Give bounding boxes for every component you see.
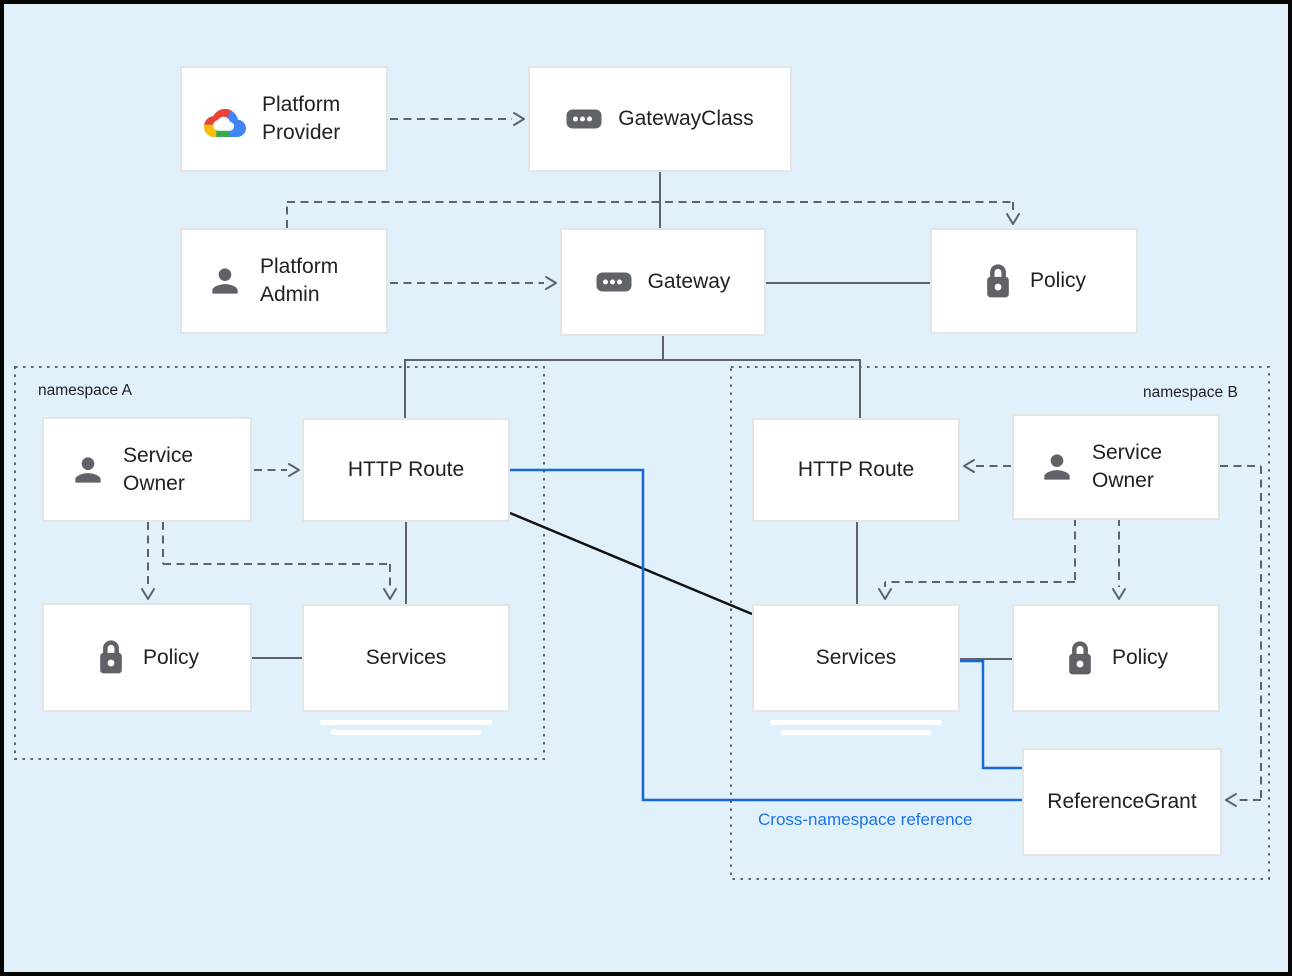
node-label: Service Owner: [1092, 441, 1163, 492]
node-label: Gateway: [647, 270, 731, 294]
lock-icon: [95, 639, 127, 676]
node-label: HTTP Route: [797, 458, 915, 482]
edge-platform-admin-gateway: [390, 276, 557, 290]
node-platform-admin: Platform Admin: [180, 228, 388, 334]
google-cloud-icon: [204, 102, 246, 137]
node-label: GatewayClass: [618, 107, 754, 131]
node-label: Service Owner: [123, 443, 194, 495]
edge-service-owner-b-httproute-b: [963, 459, 1011, 473]
node-httproute-b: HTTP Route: [752, 418, 960, 522]
namespace-b-label: namespace B: [1143, 384, 1238, 401]
node-label: Platform Admin: [260, 255, 339, 306]
node-platform-provider: Platform Provider: [180, 66, 388, 172]
cross-namespace-reference-label: Cross-namespace reference: [758, 810, 973, 829]
node-label: Platform Provider: [262, 93, 341, 144]
node-policy-gateway: Policy: [930, 228, 1138, 334]
edge-services-b-referencegrant: [960, 659, 1022, 770]
edge-service-owner-b-services-b: [878, 518, 1076, 600]
node-label: HTTP Route: [347, 458, 465, 482]
edge-service-owner-a-services-a: [162, 522, 397, 600]
lock-icon: [982, 263, 1014, 300]
services-b-stack-line-2: [781, 730, 931, 735]
services-a-stack-line-2: [331, 730, 481, 735]
node-gateway: Gateway: [560, 228, 766, 336]
node-services-a: Services: [302, 604, 510, 712]
edge-service-owner-a-policy-a: [141, 522, 155, 600]
lock-icon: [1064, 640, 1096, 677]
chip-icon: [566, 109, 602, 129]
node-policy-a: Policy: [42, 603, 252, 712]
connector-layer: [14, 112, 1270, 880]
person-icon: [69, 451, 107, 489]
services-a-stack-line-1: [320, 720, 492, 725]
namespace-b-boundary: [730, 366, 1270, 880]
node-label: ReferenceGrant: [1047, 790, 1197, 814]
edge-httproute-a-referencegrant: [510, 468, 1022, 802]
edge-platform-provider-gatewayclass: [390, 112, 525, 126]
edge-gateway-httproutes: [404, 336, 861, 419]
node-label: Policy: [142, 645, 200, 669]
namespace-a-boundary: [14, 366, 545, 760]
chip-icon: [596, 272, 632, 292]
node-label: Policy: [1029, 269, 1087, 293]
node-httproute-a: HTTP Route: [302, 418, 510, 522]
node-services-b: Services: [752, 604, 960, 712]
person-icon: [206, 262, 244, 300]
node-referencegrant: ReferenceGrant: [1022, 748, 1222, 856]
node-label: Services: [365, 646, 447, 670]
node-service-owner-b: Service Owner: [1012, 414, 1220, 520]
node-label: Services: [815, 646, 897, 670]
namespace-a-label: namespace A: [38, 382, 132, 399]
services-b-stack-line-1: [770, 720, 942, 725]
edge-httproute-a-services-b: [509, 511, 753, 616]
node-policy-b: Policy: [1012, 604, 1220, 712]
person-icon: [1038, 448, 1076, 486]
node-gatewayclass: GatewayClass: [528, 66, 792, 172]
edge-platform-admin-policy: [286, 201, 1020, 228]
edge-service-owner-b-policy-b: [1112, 518, 1126, 600]
node-label: Policy: [1111, 646, 1169, 670]
edge-service-owner-b-referencegrant: [1220, 465, 1262, 807]
edge-service-owner-a-httproute-a: [254, 463, 300, 477]
node-service-owner-a: Service Owner: [42, 417, 252, 522]
